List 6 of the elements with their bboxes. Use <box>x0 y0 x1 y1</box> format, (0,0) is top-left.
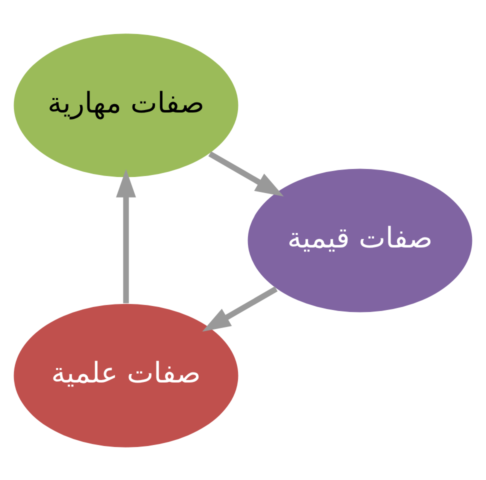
node-ellipse: صفات علمية <box>14 303 238 447</box>
node-ellipse: صفات قيمية <box>248 168 472 312</box>
node-ellipse: صفات مهارية <box>14 33 238 177</box>
arrow <box>208 150 284 196</box>
arrow <box>202 286 278 332</box>
arrow <box>116 168 136 303</box>
